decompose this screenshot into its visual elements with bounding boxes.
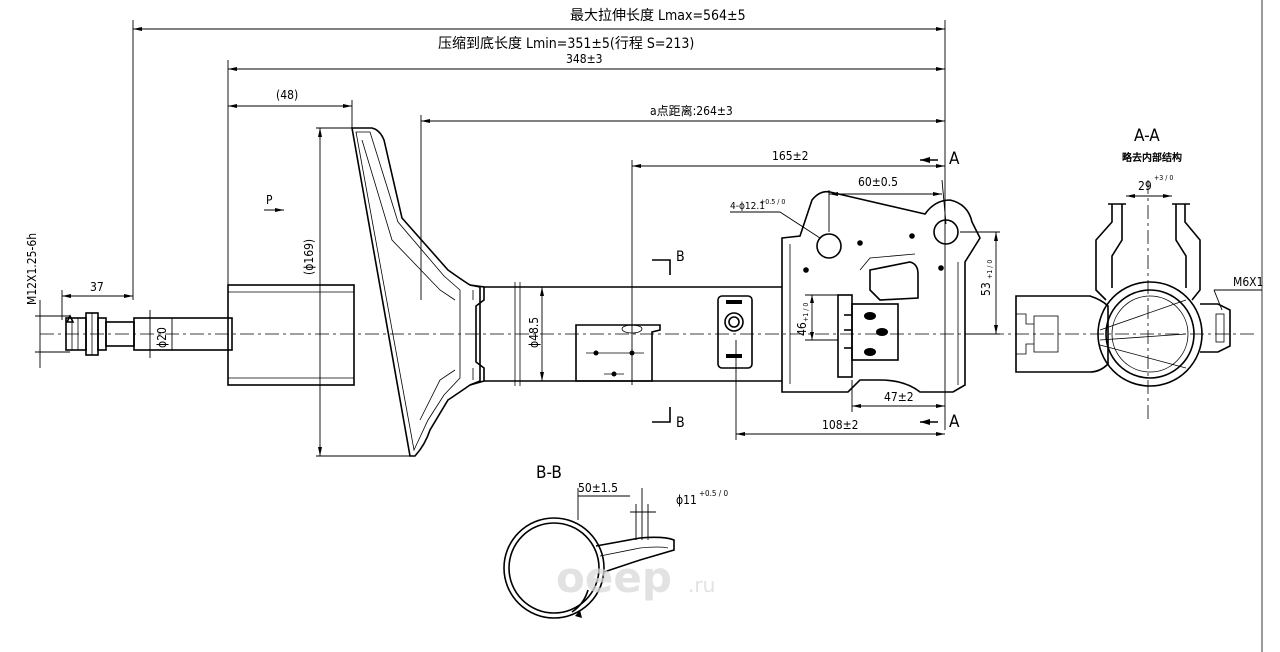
dist-47-label: 47±2 — [884, 390, 914, 404]
holes-label: 4-ϕ12.1 — [730, 201, 765, 212]
section-b-bottom-label: B — [676, 415, 685, 431]
section-bb-title: B-B — [536, 463, 562, 483]
section-aa-gap-tol: +3 / 0 — [1154, 174, 1173, 182]
holes-tol-label: +0.5 / 0 — [760, 198, 785, 206]
dist-46-tol-label: +1 / 0 — [802, 303, 810, 322]
knuckle-bracket — [632, 157, 1000, 436]
rod-dia-label: ϕ20 — [155, 327, 169, 348]
tube-dia-label: ϕ48.5 — [527, 317, 541, 348]
section-aa-view — [1015, 180, 1262, 420]
section-aa-thread: M6X1 — [1233, 275, 1263, 289]
section-bb-dist: 50±1.5 — [578, 481, 618, 495]
rod-end — [35, 290, 233, 368]
sensor-bracket — [717, 295, 753, 440]
spring-seat — [227, 127, 485, 457]
body-length-label: 348±3 — [566, 52, 603, 66]
section-a-top-label: A — [949, 149, 960, 169]
view-p-marker — [264, 208, 284, 212]
section-aa-subtitle: 略去内部结构 — [1122, 151, 1182, 164]
mount-offset-label: (48) — [276, 88, 298, 102]
thread-length-label: 37 — [90, 280, 104, 294]
thread-label: M12X1.25-6h — [25, 233, 39, 305]
section-b-top-label: B — [676, 249, 685, 265]
dist-108-label: 108±2 — [822, 418, 859, 432]
top-dimensions — [132, 20, 946, 430]
lmax-label: 最大拉伸长度 Lmax=564±5 — [570, 8, 746, 24]
section-aa-gap-label: 29 — [1138, 179, 1152, 193]
watermark-logo: oeep .ru — [556, 553, 715, 602]
watermark-tld: .ru — [688, 573, 715, 597]
dia-169-label: (ϕ169) — [302, 239, 316, 275]
section-bb-view — [503, 488, 675, 619]
section-bb-hole-tol: +0.5 / 0 — [699, 489, 728, 498]
hose-clip — [575, 160, 661, 385]
dist-60-label: 60±0.5 — [858, 175, 898, 189]
a-point-distance-label: a点距离:264±3 — [650, 103, 733, 118]
watermark-brand: oeep — [556, 553, 672, 602]
dist-53-label: 53 — [979, 282, 993, 296]
section-aa-title: A-A — [1134, 126, 1160, 146]
view-p-label: P — [266, 193, 273, 207]
section-bb-hole-dia: ϕ11 — [676, 493, 697, 507]
dist-46-label: 46 — [795, 322, 809, 336]
dist-53-tol-label: +1 / 0 — [986, 260, 994, 279]
section-b-markers — [652, 259, 671, 423]
dist-165-label: 165±2 — [772, 149, 809, 163]
section-a-bottom-label: A — [949, 412, 960, 432]
lmin-label: 压缩到底长度 Lmin=351±5(行程 S=213) — [438, 36, 694, 52]
